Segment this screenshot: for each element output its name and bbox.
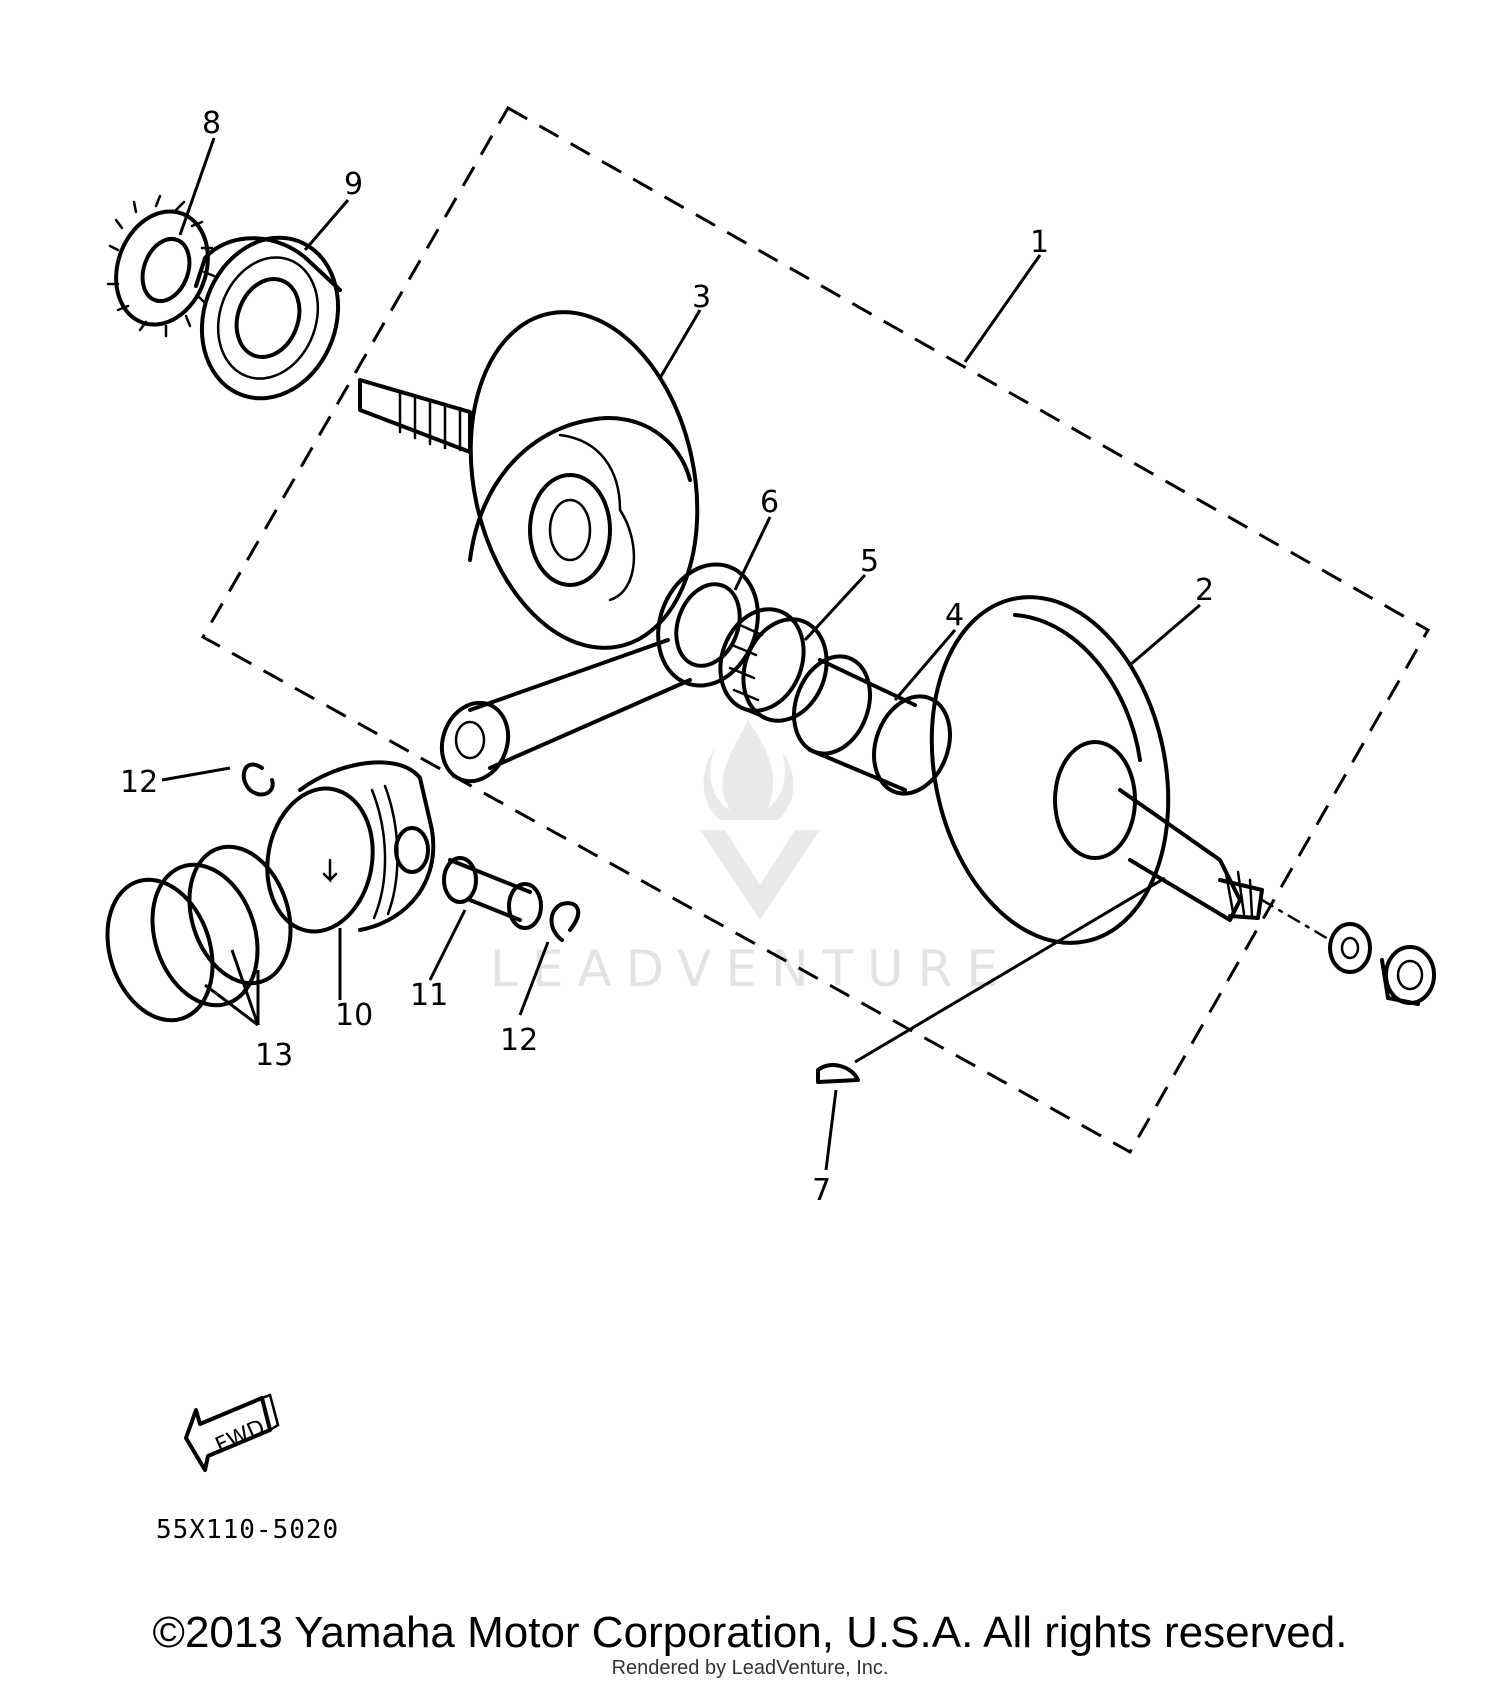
circlip-part-12-lower <box>549 901 581 942</box>
piston-part-10 <box>265 760 436 934</box>
needle-bearing-part-5 <box>718 607 829 723</box>
leadventure-watermark-logo <box>700 720 820 920</box>
connecting-rod-part-6 <box>439 562 760 784</box>
crank-half-left-part-3 <box>358 310 700 650</box>
callout-12-lower: 12 <box>500 1023 538 1058</box>
callout-10: 10 <box>335 998 373 1033</box>
circlip-part-12-upper <box>241 762 275 797</box>
callout-8: 8 <box>202 106 221 141</box>
crank-pin-part-4 <box>792 654 952 796</box>
callout-12-upper: 12 <box>120 765 158 800</box>
washer-and-nut <box>1328 922 1436 1006</box>
callout-2: 2 <box>1195 573 1214 608</box>
callout-6: 6 <box>760 485 779 520</box>
fwd-label: FWD <box>212 1415 269 1459</box>
woodruff-key-part-7 <box>816 1063 860 1084</box>
bearing-part-9 <box>194 235 342 401</box>
callout-7: 7 <box>812 1173 831 1208</box>
leader-lines <box>161 137 1332 1171</box>
watermark-text: LEADVENTURE <box>490 940 1012 998</box>
callout-4: 4 <box>945 598 964 633</box>
copyright-notice: ©2013 Yamaha Motor Corporation, U.S.A. A… <box>152 1608 1348 1657</box>
crank-half-right-part-2 <box>929 595 1264 945</box>
callout-5: 5 <box>860 544 879 579</box>
callout-11: 11 <box>410 978 448 1013</box>
sprocket-gear-part-8 <box>106 194 216 338</box>
rendered-by-notice: Rendered by LeadVenture, Inc. <box>611 1657 889 1679</box>
callout-1: 1 <box>1030 225 1049 260</box>
callout-3: 3 <box>692 280 711 315</box>
forward-direction-arrow-icon: FWD <box>184 1393 280 1472</box>
piston-rings-part-13 <box>105 844 293 1023</box>
callout-9: 9 <box>344 167 363 202</box>
piston-pin-part-11 <box>442 856 543 930</box>
crankshaft-assembly-boundary <box>200 105 1431 1155</box>
diagram-code: 55X110-5020 <box>156 1515 340 1545</box>
callout-13: 13 <box>255 1038 293 1073</box>
